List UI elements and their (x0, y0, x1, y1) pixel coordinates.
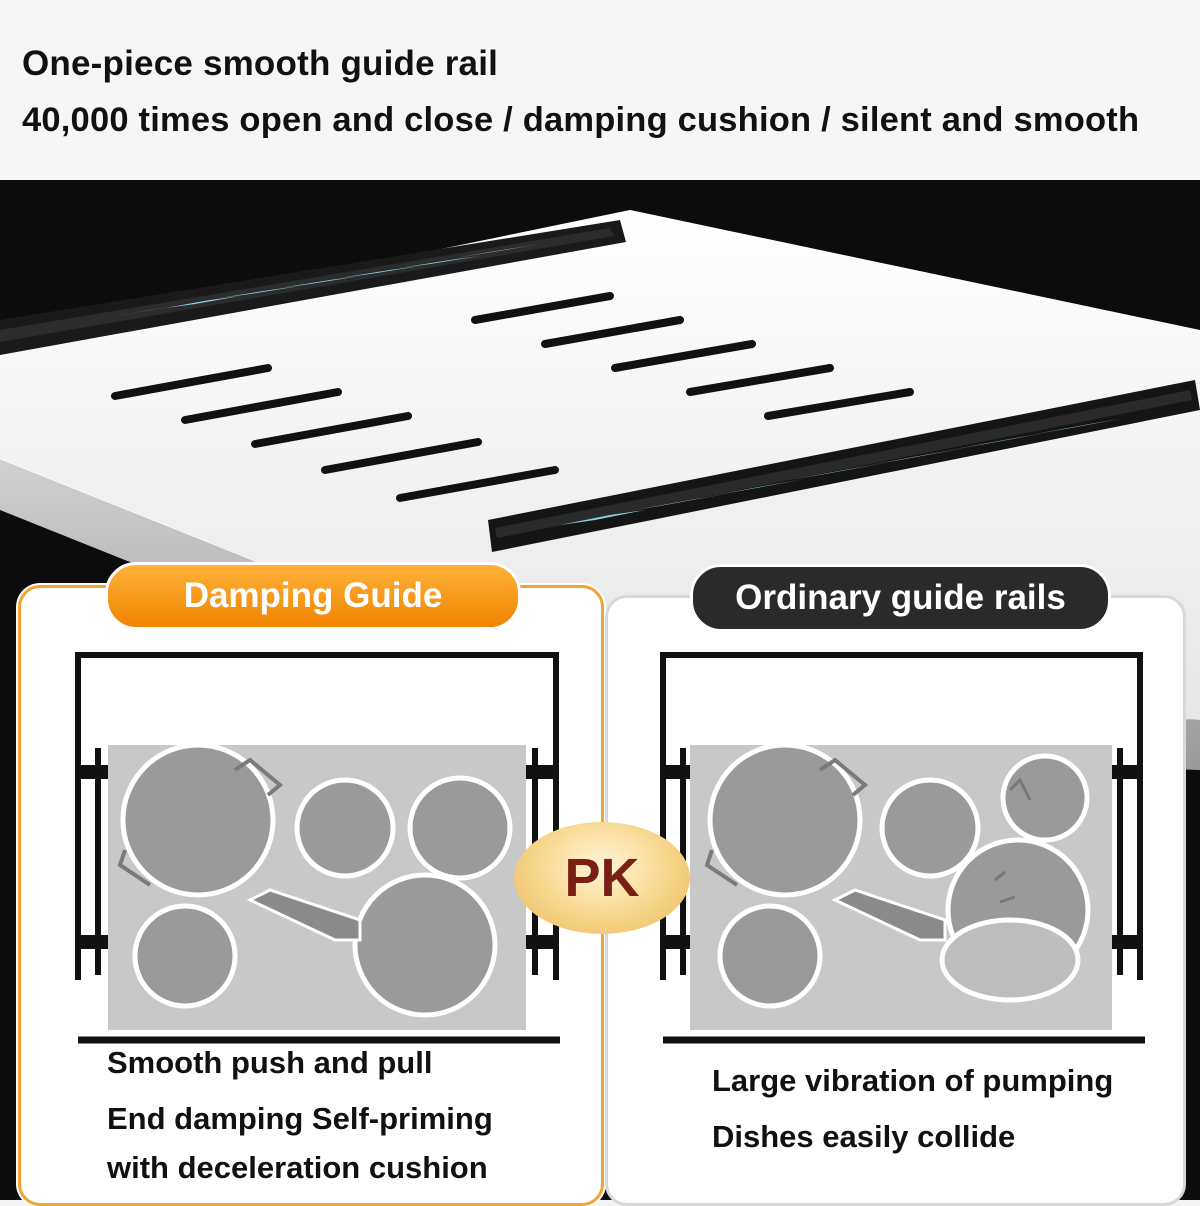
right-pots (707, 742, 1091, 1009)
right-caption-2: Dishes easily collide (712, 1119, 1016, 1154)
pk-badge: PK (514, 822, 690, 934)
collision-marks (994, 777, 1032, 904)
ordinary-guide-title: Ordinary guide rails (690, 564, 1111, 632)
right-drawer-runners (663, 765, 1142, 949)
damping-guide-title: Damping Guide (105, 562, 521, 630)
right-tilted-pot (939, 917, 1081, 1003)
left-caption-1: Smooth push and pull (107, 1045, 433, 1080)
headline-primary: One-piece smooth guide rail (22, 44, 499, 83)
right-pan-handle (831, 888, 947, 942)
right-pot-handles (704, 757, 869, 887)
left-drawer-runners (78, 765, 557, 949)
left-caption-2: End damping Self-priming (107, 1101, 493, 1136)
left-pots (120, 742, 513, 1018)
top-guide-rail (0, 220, 626, 355)
plate-slots (111, 292, 914, 502)
header-banner: One-piece smooth guide rail 40,000 times… (0, 0, 1200, 180)
left-pot-handles (117, 757, 284, 887)
headline-secondary: 40,000 times open and close / damping cu… (22, 101, 1140, 139)
front-guide-rail (488, 380, 1200, 552)
left-caption-3: with deceleration cushion (107, 1150, 488, 1185)
left-pan-handle (246, 888, 362, 942)
right-caption-1: Large vibration of pumping (712, 1063, 1114, 1098)
